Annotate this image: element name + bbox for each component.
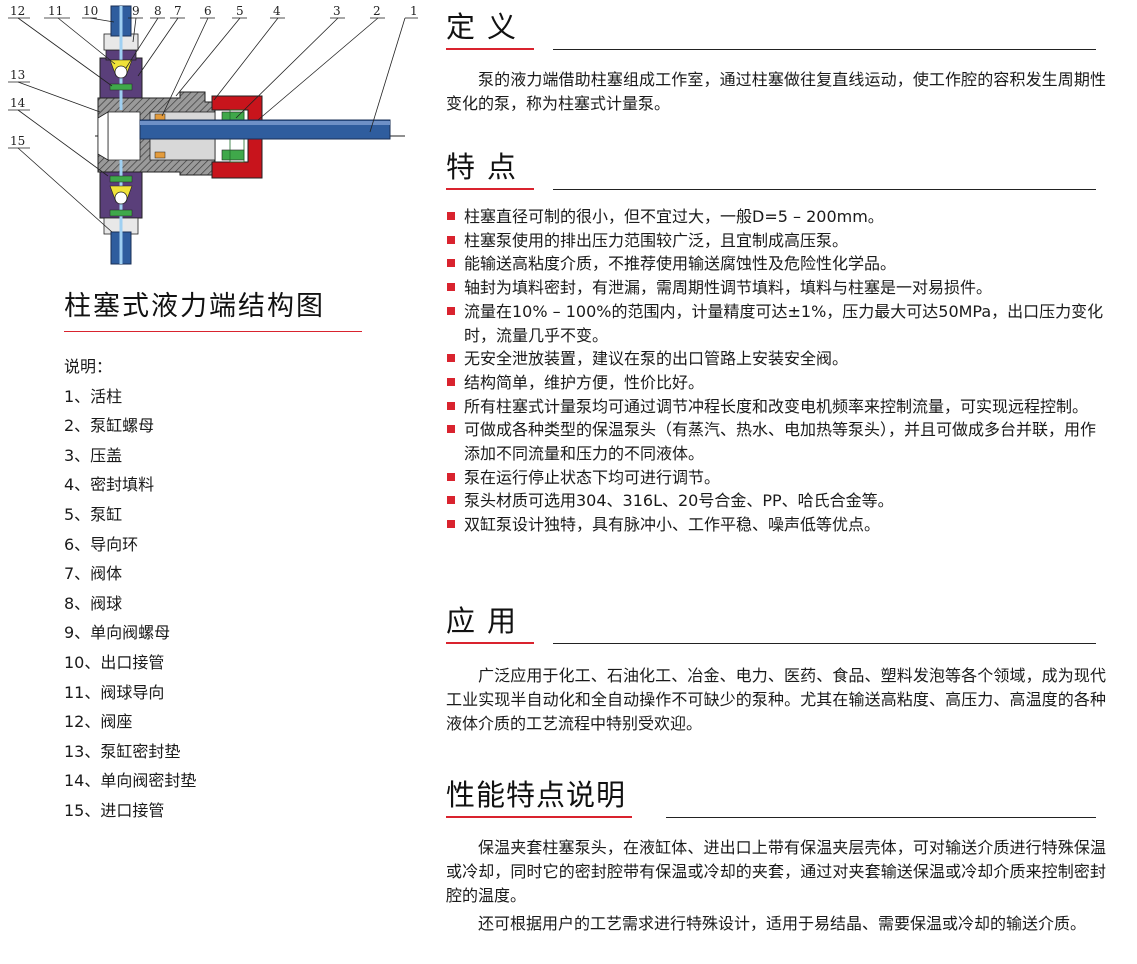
callout-9: 9 [132, 4, 140, 18]
legend-item: 2、泵缸螺母 [64, 416, 155, 436]
list-item: 双缸泵设计独特，具有脉冲小、工作平稳、噪声低等优点。 [446, 513, 1106, 537]
section-divider [666, 817, 1096, 818]
section-title: 应用 [446, 603, 535, 644]
legend-item: 13、泵缸密封垫 [64, 741, 181, 761]
callout-14: 14 [10, 96, 26, 110]
legend-item: 14、单向阀密封垫 [64, 771, 197, 791]
list-item: 轴封为填料密封，有泄漏，需周期性调节填料，填料与柱塞是一对易损件。 [446, 276, 1106, 300]
callout-10: 10 [83, 4, 98, 18]
legend-item: 3、压盖 [64, 445, 123, 465]
section-heading-performance: 性能特点说明 [446, 774, 1096, 818]
section-title: 定义 [446, 9, 535, 50]
legend-item: 5、泵缸 [64, 504, 123, 524]
callout-12: 12 [10, 4, 25, 18]
list-item: 可做成各种类型的保温泵头（有蒸汽、热水、电加热等泵头），并且可做成多台并联，用作… [446, 418, 1106, 465]
parts-legend: 说明： 1、活柱 2、泵缸螺母 3、压盖 4、密封填料 5、泵缸 6、导向环 7… [64, 352, 196, 826]
callout-7: 7 [174, 4, 182, 18]
callout-13: 13 [10, 68, 25, 82]
legend-item: 4、密封填料 [64, 475, 155, 495]
legend-item: 15、进口接管 [64, 800, 165, 820]
callout-5: 5 [236, 4, 244, 18]
callout-3: 3 [333, 4, 341, 18]
legend-item: 12、阀座 [64, 712, 133, 732]
callout-8: 8 [154, 4, 162, 18]
legend-item: 1、活柱 [64, 386, 123, 406]
section-divider [553, 189, 1096, 190]
performance-text-extra: 还可根据用户的工艺需求进行特殊设计，适用于易结晶、需要保温或冷却的输送介质。 [478, 914, 1087, 933]
section-title: 性能特点说明 [446, 777, 633, 818]
valve-ball-top [114, 65, 128, 79]
callout-11: 11 [48, 4, 63, 18]
list-item: 流量在10% – 100%的范围内，计量精度可达±1%，压力最大可达50MPa，… [446, 300, 1106, 347]
left-column: 1 2 3 4 5 6 7 8 9 10 11 12 13 14 15 柱塞式液… [0, 0, 420, 964]
plunger-pump-diagram: 1 2 3 4 5 6 7 8 9 10 11 12 13 14 15 [8, 4, 418, 265]
section-divider [553, 643, 1096, 644]
list-item: 泵头材质可选用304、316L、20号合金、PP、哈氏合金等。 [446, 489, 1106, 513]
legend-item: 10、出口接管 [64, 652, 165, 672]
list-item: 柱塞泵使用的排出压力范围较广泛，且宜制成高压泵。 [446, 229, 1106, 253]
section-title: 特点 [446, 149, 535, 190]
list-item: 无安全泄放装置，建议在泵的出口管路上安装安全阀。 [446, 347, 1106, 371]
legend-item: 8、阀球 [64, 593, 123, 613]
callout-4: 4 [273, 4, 281, 18]
diagram-title: 柱塞式液力端结构图 [64, 284, 362, 332]
section-heading-definition: 定义 [446, 6, 1096, 50]
list-item: 所有柱塞式计量泵均可通过调节冲程长度和改变电机频率来控制流量，可实现远程控制。 [446, 395, 1106, 419]
section-heading-features: 特点 [446, 146, 1096, 190]
definition-text: 泵的液力端借助柱塞组成工作室，通过柱塞做往复直线运动，使工作腔的容积发生周期性变… [446, 70, 1106, 113]
list-item: 结构简单，维护方便，性价比好。 [446, 371, 1106, 395]
legend-item: 9、单向阀螺母 [64, 623, 171, 643]
callout-6: 6 [204, 4, 212, 18]
valve-ball-bottom [114, 191, 128, 205]
list-item: 能输送高粘度介质，不推荐使用输送腐蚀性及危险性化学品。 [446, 252, 1106, 276]
callout-2: 2 [373, 4, 381, 18]
legend-item: 6、导向环 [64, 534, 139, 554]
performance-text: 保温夹套柱塞泵头，在液缸体、进出口上带有保温夹层壳体，可对输送介质进行特殊保温或… [446, 838, 1106, 905]
section-divider [553, 49, 1096, 50]
legend-item: 7、阀体 [64, 564, 123, 584]
application-text: 广泛应用于化工、石油化工、冶金、电力、医药、食品、塑料发泡等各个领域，成为现代工… [446, 666, 1106, 733]
features-list: 柱塞直径可制的很小，但不宜过大，一般D=5 – 200mm。 柱塞泵使用的排出压… [446, 205, 1106, 537]
list-item: 柱塞直径可制的很小，但不宜过大，一般D=5 – 200mm。 [446, 205, 1106, 229]
legend-item: 11、阀球导向 [64, 682, 165, 702]
legend-heading: 说明： [64, 357, 113, 376]
list-item: 泵在运行停止状态下均可进行调节。 [446, 466, 1106, 490]
callout-15: 15 [10, 134, 25, 148]
section-heading-application: 应用 [446, 600, 1096, 644]
callout-1: 1 [410, 4, 418, 18]
